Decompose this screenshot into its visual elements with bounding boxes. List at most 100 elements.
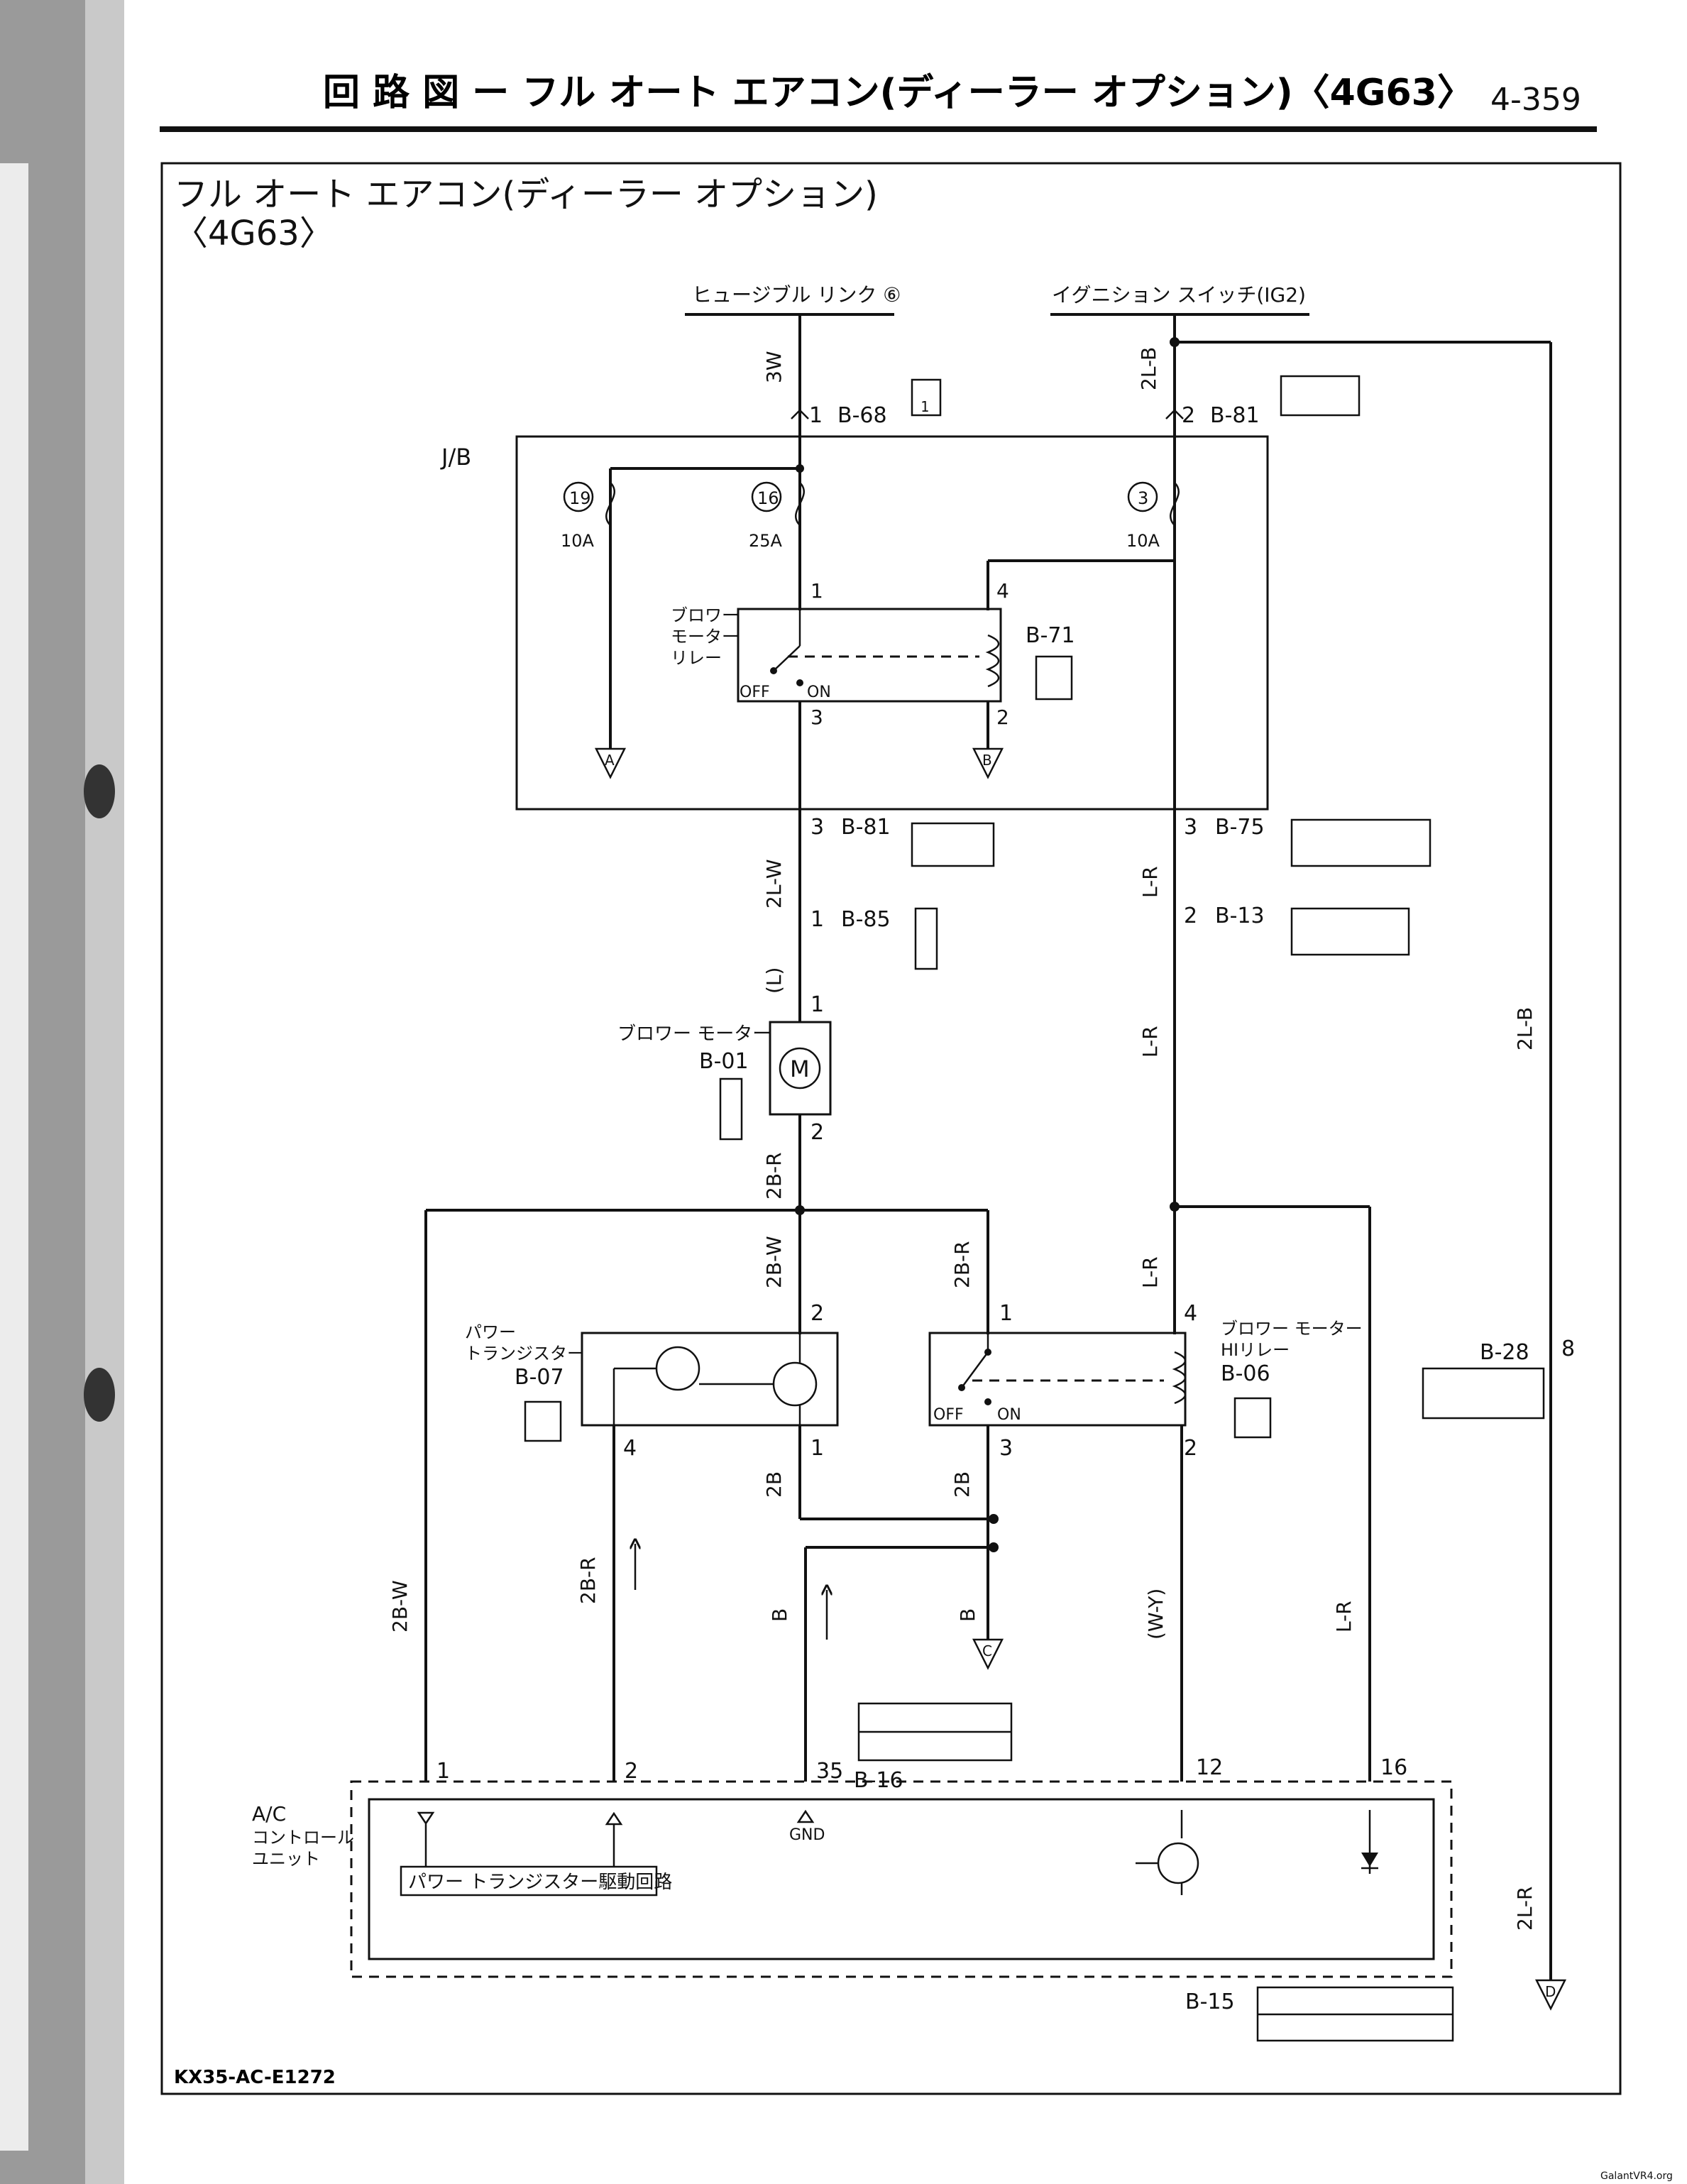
- output-triangle: [605, 1811, 623, 1826]
- connector-pin: 1: [921, 398, 929, 415]
- connector-arrow: [1165, 409, 1184, 419]
- connector-b81-icon-lower: [911, 822, 995, 867]
- connector-arrow: [791, 409, 809, 419]
- pin-label: 2: [1184, 1436, 1197, 1461]
- connector-b01-icon: [719, 1077, 743, 1141]
- wire-label-b: B: [768, 1608, 791, 1622]
- relay-off-label: OFF: [933, 1406, 964, 1424]
- pin-label: 35: [816, 1759, 843, 1784]
- pin-label: 1: [810, 579, 823, 603]
- binding-hole-lower: [84, 1368, 115, 1422]
- page-header-title: 回 路 図 ー フル オート エアコン(ディーラー オプション)〈4G63〉: [323, 72, 1474, 114]
- wire-label-2lb-right: 2L-B: [1513, 1007, 1537, 1050]
- wire-label-wy: (W-Y): [1144, 1588, 1167, 1640]
- relay-off-label: OFF: [740, 684, 770, 701]
- power-transistor-label-1: パワー: [465, 1322, 516, 1342]
- fuse-19-icon: [605, 482, 615, 526]
- pin-label: 2: [1184, 904, 1197, 928]
- ac-control-unit-outline: [350, 1780, 1453, 1978]
- acu-label-3: ユニット: [252, 1849, 320, 1869]
- pin-label: 4: [1184, 1301, 1197, 1326]
- fuse-19-number: 19: [569, 488, 591, 508]
- watermark: GalantVR4.org: [1600, 2171, 1673, 2182]
- diagram-title-line1: フル オート エアコン(ディーラー オプション): [174, 175, 878, 214]
- relay-coil-icon: [1172, 1351, 1187, 1405]
- fuse-19-rating: 10A: [561, 531, 595, 551]
- acu-label-2: コントロール: [252, 1828, 354, 1848]
- fuse-3-icon: [1170, 482, 1180, 526]
- connector-b85-label: B-85: [841, 907, 891, 932]
- pin-label: 3: [999, 1436, 1013, 1461]
- diagram-title-line2: 〈4G63〉: [174, 214, 334, 253]
- wire-label-lr-1: L-R: [1138, 866, 1162, 898]
- blower-motor-relay-box: [737, 608, 1002, 703]
- drive-circuit-box: [400, 1865, 658, 1897]
- wire-label-l: (L): [762, 967, 786, 994]
- fuse-3-number: 3: [1138, 488, 1148, 508]
- pin-label: 1: [810, 992, 824, 1017]
- connector-b06-icon: [1233, 1397, 1272, 1439]
- page-number: 4-359: [1490, 82, 1581, 118]
- pin-label: 1: [436, 1759, 450, 1784]
- input-triangle: [417, 1811, 435, 1826]
- drive-circuit-label: パワー トランジスター駆動回路: [408, 1872, 672, 1893]
- relay-blower-label-2: モーター: [671, 627, 739, 647]
- connector-b85-icon: [914, 907, 938, 970]
- gnd-label: GND: [789, 1826, 825, 1844]
- power-transistor-box: [581, 1332, 839, 1427]
- relay-switch-blade: [960, 1351, 989, 1388]
- diagram-code: KX35-AC-E1272: [174, 2067, 336, 2088]
- ground-ref-b-label: B: [982, 752, 992, 769]
- pin-label: 8: [1561, 1337, 1575, 1361]
- relay-on-label: ON: [997, 1406, 1021, 1424]
- binding-hole-upper: [84, 764, 115, 818]
- relay-on-label: ON: [807, 684, 831, 701]
- pin-label: 1: [810, 1436, 824, 1461]
- ground-ref-a-label: A: [605, 752, 615, 769]
- relay-coil-icon: [985, 634, 1000, 688]
- ignition-switch-label: イグニション スイッチ(IG2): [1052, 283, 1306, 307]
- wire-label-2lr: 2L-R: [1513, 1887, 1537, 1931]
- pin-label: 1: [999, 1301, 1013, 1326]
- relay-contact-on: [796, 679, 803, 686]
- wire-label-lr-2: L-R: [1138, 1026, 1162, 1058]
- connector-b01-label: B-01: [699, 1049, 749, 1074]
- pin-label: 3: [810, 815, 824, 840]
- pin-label: 1: [809, 403, 823, 428]
- ground-ref-b-icon: [972, 747, 1004, 779]
- connector-b81-label-lower: B-81: [841, 815, 891, 840]
- splice-dot: [989, 1514, 999, 1524]
- connector-b68-icon: [911, 378, 942, 417]
- connector-b07-label: B-07: [515, 1365, 564, 1390]
- motor-icon: [779, 1047, 821, 1090]
- transistor-2-icon: [772, 1361, 818, 1407]
- connector-b16-label: B-16: [854, 1768, 903, 1793]
- pin-label: 2: [810, 1301, 824, 1326]
- pin-label: 4: [623, 1436, 637, 1461]
- pin-label: 2: [625, 1759, 638, 1784]
- connector-b28-label: B-28: [1480, 1340, 1529, 1365]
- pin-label: 4: [996, 579, 1009, 603]
- connector-b75-label: B-75: [1215, 815, 1265, 840]
- fuse-3-rating: 10A: [1126, 531, 1160, 551]
- relay-blower-label-3: リレー: [671, 648, 722, 668]
- transistor-1-icon: [655, 1346, 700, 1391]
- ground-ref-c-icon: [972, 1638, 1004, 1670]
- blower-motor-label: ブロワー モーター: [617, 1024, 771, 1045]
- gnd-triangle: [796, 1809, 815, 1823]
- pin-label: 12: [1196, 1755, 1223, 1780]
- pin-label: 2: [810, 1120, 824, 1145]
- wire-label-lr-acu: L-R: [1332, 1601, 1356, 1632]
- connector-b13-icon: [1290, 907, 1410, 956]
- wire-label-2br-acu: 2B-R: [576, 1557, 600, 1604]
- previous-page-sliver: [0, 163, 28, 2151]
- fuse-16-icon: [795, 482, 805, 526]
- wire-label-2lb: 2L-B: [1137, 347, 1160, 390]
- wire-label-2br-relay: 2B-R: [950, 1241, 974, 1288]
- connector-b71-label: B-71: [1026, 623, 1075, 648]
- hi-relay-label-1: ブロワー モーター: [1221, 1319, 1363, 1339]
- wire-label-2b-relay: 2B: [950, 1471, 974, 1498]
- relay-contact-on: [984, 1398, 991, 1405]
- wire-label-b-ground: B: [956, 1608, 979, 1622]
- relay-contact-off: [958, 1384, 965, 1391]
